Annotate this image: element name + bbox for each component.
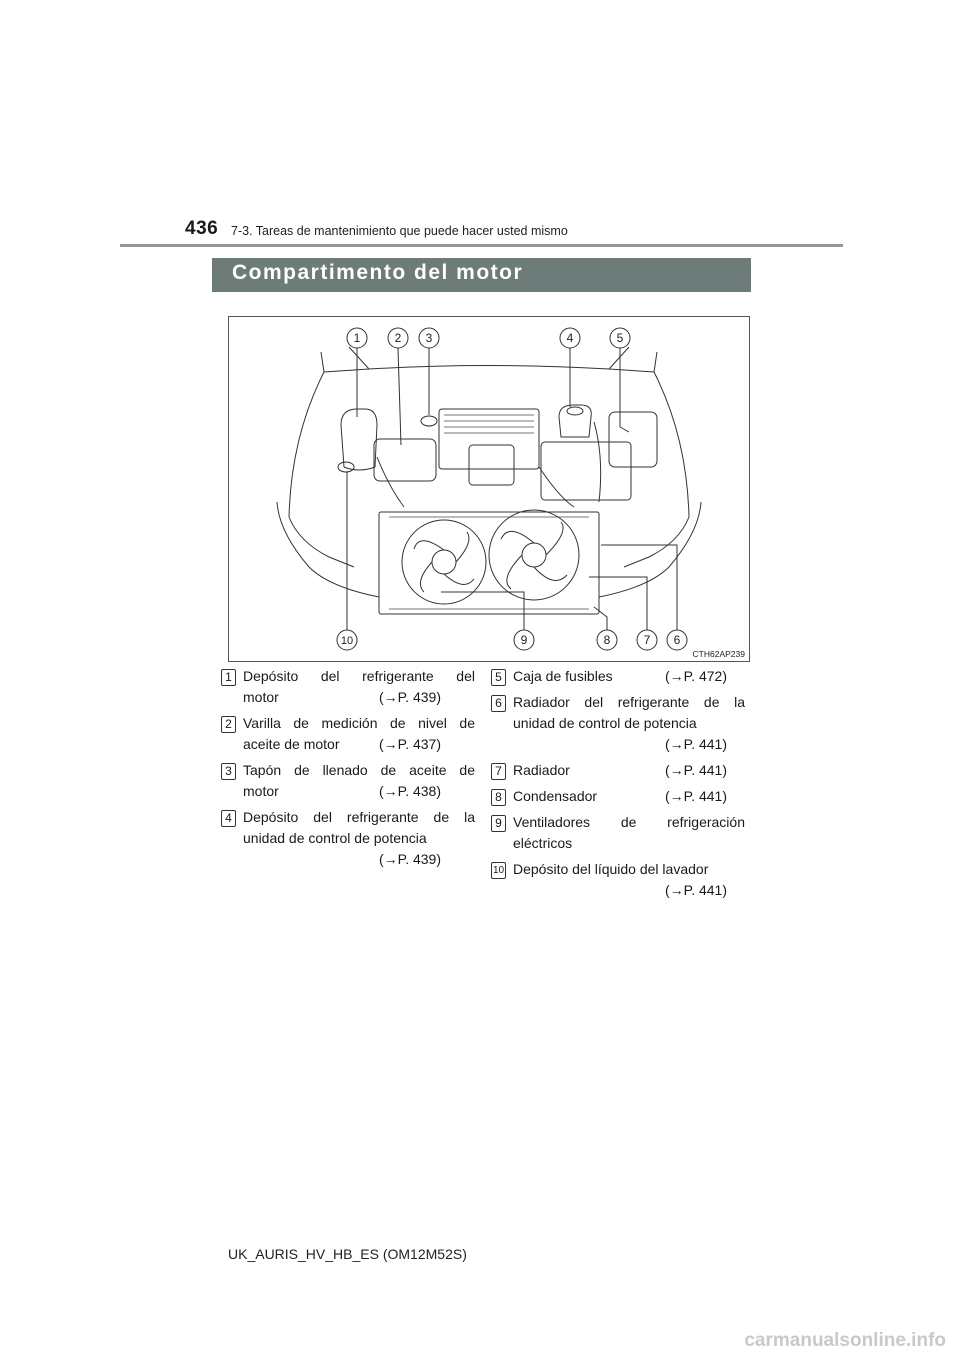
legend-text: Depósito del refrigerante del <box>243 668 475 684</box>
callout-5: 5 <box>617 331 624 345</box>
page-reference: (→P. 438) <box>379 783 441 799</box>
section-banner: Compartimento del motor <box>212 258 751 292</box>
section-title: Compartimento del motor <box>232 261 524 284</box>
chapter-heading: 7-3. Tareas de mantenimiento que puede h… <box>231 224 568 238</box>
page-reference: (→P. 439) <box>379 689 441 705</box>
header-rule <box>120 244 843 247</box>
legend-number: 4 <box>221 810 236 827</box>
page-number: 436 <box>185 218 219 239</box>
page-reference: (→P. 439) <box>379 851 441 867</box>
watermark: carmanualsonline.info <box>744 1330 946 1351</box>
legend-text: motor <box>243 783 279 799</box>
legend-number: 6 <box>491 695 506 712</box>
legend-text: Ventiladores de refrigeración <box>513 814 745 830</box>
page-reference: (→P. 441) <box>665 788 727 804</box>
callout-9: 9 <box>521 633 528 647</box>
legend-text: Radiador <box>513 762 570 778</box>
callout-8: 8 <box>604 633 611 647</box>
legend-number: 3 <box>221 763 236 780</box>
engine-compartment-figure: 1 2 3 4 5 10 9 8 7 6 CTH62AP239 <box>228 316 750 662</box>
legend-text: Varilla de medición de nivel de <box>243 715 475 731</box>
callout-1: 1 <box>354 331 361 345</box>
legend-text: motor <box>243 689 279 705</box>
callout-3: 3 <box>426 331 433 345</box>
legend-number: 5 <box>491 669 506 686</box>
callout-7: 7 <box>644 633 651 647</box>
callout-6: 6 <box>674 633 681 647</box>
legend-text: unidad de control de potencia <box>243 830 427 846</box>
callout-2: 2 <box>395 331 402 345</box>
page-reference: (→P. 441) <box>665 882 727 898</box>
callout-10: 10 <box>341 635 353 647</box>
page-reference: (→P. 437) <box>379 736 441 752</box>
legend-number: 9 <box>491 815 506 832</box>
legend-text: aceite de motor <box>243 736 340 752</box>
page-reference: (→P. 441) <box>665 736 727 752</box>
page-reference: (→P. 441) <box>665 762 727 778</box>
legend-number: 2 <box>221 716 236 733</box>
legend-text: eléctricos <box>513 835 573 851</box>
legend-number: 1 <box>221 669 236 686</box>
legend-text: Tapón de llenado de aceite de <box>243 762 475 778</box>
legend-text: Depósito del líquido del lavador <box>513 861 709 877</box>
figure-code: CTH62AP239 <box>692 649 745 659</box>
legend-text: Caja de fusibles <box>513 668 613 684</box>
legend-text: Depósito del refrigerante de la <box>243 809 475 825</box>
page-reference: (→P. 472) <box>665 668 727 684</box>
callout-4: 4 <box>567 331 574 345</box>
document-code: UK_AURIS_HV_HB_ES (OM12M52S) <box>228 1246 467 1262</box>
legend-number: 10 <box>491 862 506 879</box>
legend-text: Radiador del refrigerante de la <box>513 694 745 710</box>
legend-number: 8 <box>491 789 506 806</box>
engine-illustration: 1 2 3 4 5 10 9 8 7 6 <box>276 327 702 651</box>
legend-text: Condensador <box>513 788 598 804</box>
legend-text: unidad de control de potencia <box>513 715 697 731</box>
legend-number: 7 <box>491 763 506 780</box>
